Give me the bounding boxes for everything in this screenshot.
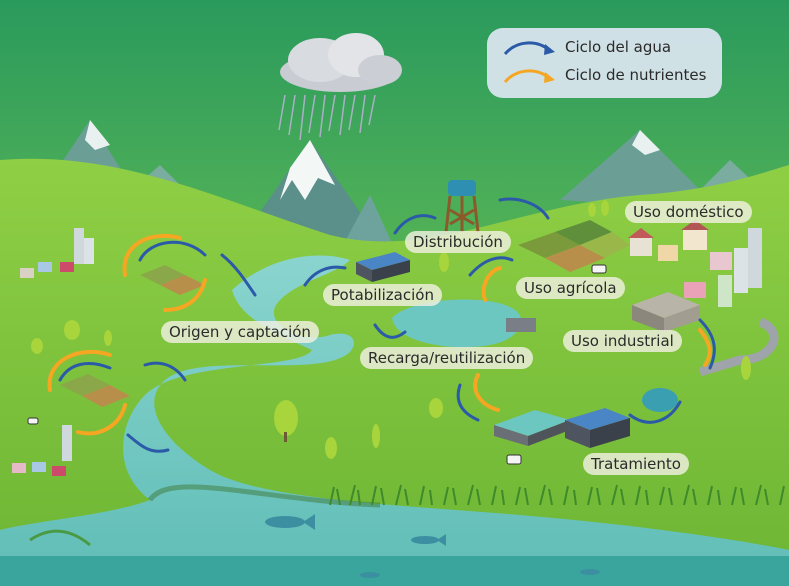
agricultural-fields-icon <box>518 220 630 272</box>
label-agricultural: Uso agrícola <box>516 277 625 299</box>
water-tower-icon <box>444 180 480 233</box>
water-cycle-arrows <box>58 197 716 453</box>
legend-label-water: Ciclo del agua <box>565 38 672 56</box>
trees <box>31 200 751 459</box>
legend-item-nutrients: Ciclo de nutrientes <box>487 64 722 90</box>
nutrient-cycle-arrows <box>47 233 712 436</box>
nutrient-cycle-arrow-icon <box>503 69 555 84</box>
water-front <box>0 556 789 586</box>
label-potabilization: Potabilización <box>323 284 442 306</box>
legend-label-nutrients: Ciclo de nutrientes <box>565 66 707 84</box>
river <box>0 255 789 586</box>
water-cycle-arrow-icon <box>503 41 555 56</box>
left-farm-icon <box>60 265 205 407</box>
fish-icon <box>265 514 600 578</box>
pipe <box>698 317 779 377</box>
cow-icon <box>27 264 607 465</box>
grass-strip <box>329 484 785 506</box>
legend: Ciclo del agua Ciclo de nutrientes <box>487 28 722 98</box>
potabilization-plant-icon <box>356 252 410 282</box>
label-origin: Origen y captación <box>161 321 319 343</box>
lake <box>392 299 522 348</box>
label-industrial: Uso industrial <box>563 330 682 352</box>
label-distribution: Distribución <box>405 231 511 253</box>
legend-item-water: Ciclo del agua <box>487 36 722 62</box>
label-treatment: Tratamiento <box>583 453 689 475</box>
treatment-plant-icon <box>494 408 630 448</box>
label-domestic: Uso doméstico <box>625 201 752 223</box>
outflow-splash <box>642 388 678 412</box>
reservoir-box <box>506 318 536 332</box>
storm-cloud-icon <box>278 33 402 141</box>
town-icon <box>628 220 762 307</box>
factory-icon <box>632 282 706 332</box>
left-village-icon <box>12 228 94 476</box>
label-recharge: Recarga/reutilización <box>360 347 534 369</box>
